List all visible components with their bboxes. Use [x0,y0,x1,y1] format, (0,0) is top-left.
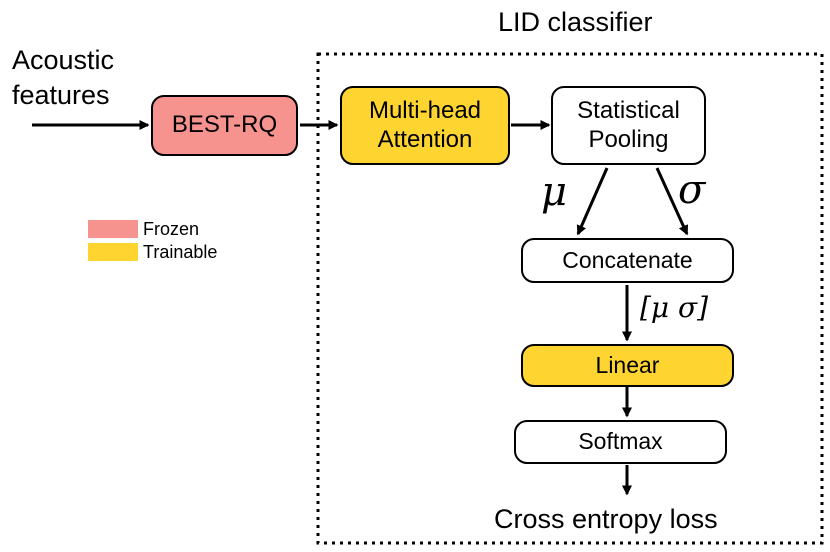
concatenate-node: Concatenate [521,238,734,283]
mha-label-line2: Attention [377,125,473,153]
mha-label-line1: Multi-head [368,97,482,125]
diagram-title: LID classifier [498,7,653,37]
sigma-label: σ [678,167,706,213]
output-label: Cross entropy loss [494,504,718,534]
linear-label: Linear [595,351,660,378]
pooling-label-line2: Pooling [588,125,669,153]
legend-swatch-trainable [88,243,138,261]
concatenate-label: Concatenate [562,246,693,273]
legend-label-trainable: Trainable [143,242,218,262]
statistical-pooling-node: Statistical Pooling [551,86,706,165]
input-label-line1: Acoustic [12,45,115,75]
pooling-label-line1: Statistical [577,97,680,125]
concat-output-label: [μ σ] [640,291,709,324]
softmax-node: Softmax [514,420,727,464]
multi-head-attention-node: Multi-head Attention [340,86,510,165]
softmax-label: Softmax [578,428,663,455]
best-rq-node: BEST-RQ [151,95,298,156]
input-label-line2: features [12,80,110,110]
best-rq-label: BEST-RQ [171,111,278,139]
mu-label: μ [541,169,567,215]
legend-swatch-frozen [88,220,138,238]
arrow-sigma [655,167,689,236]
linear-node: Linear [521,344,734,387]
arrow-mu [576,167,609,236]
legend-label-frozen: Frozen [143,219,200,239]
